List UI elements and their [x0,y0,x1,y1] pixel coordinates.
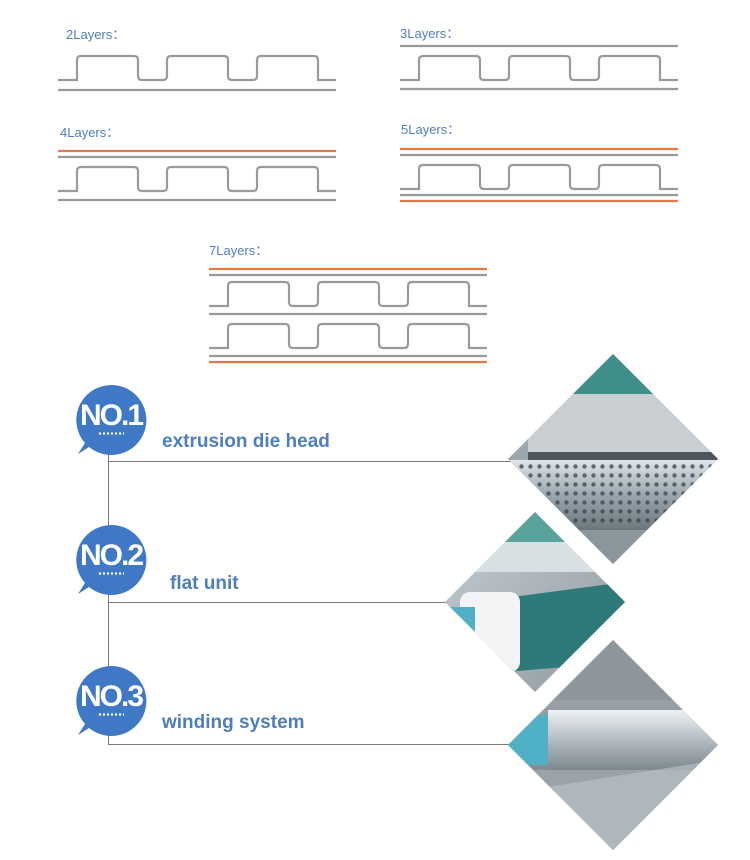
step2-dots [98,572,124,575]
layer-title-5: 5Layers： [401,122,461,137]
step3-number: NO.3 [79,680,144,713]
step1-label: extrusion die head [162,431,330,452]
diagram-3-layers [400,44,678,91]
layer-title-4: 4Layers： [60,125,120,140]
photo-extrusion-die-head [508,354,718,564]
step1-dots [98,432,124,435]
step1-badge: NO.1 [74,383,148,457]
step1-connector [108,461,548,462]
step3-dots [98,713,124,716]
diagram-5-layers [400,147,678,203]
step3-label: winding system [162,712,305,733]
layer-title-7: 7Layers： [209,243,269,258]
step2-badge: NO.2 [74,523,148,597]
step2-connector [108,602,478,603]
diagram-7-layers [209,267,487,364]
layer-title-2: 2Layers： [66,27,126,42]
step2-number: NO.2 [79,539,144,572]
step3-badge: NO.3 [74,664,148,738]
diagram-4-layers [58,149,336,202]
diagram-2-layers [58,54,336,92]
layer-title-3: 3Layers： [400,26,460,41]
step3-connector [108,744,548,745]
photo-winding-system [508,640,718,850]
step1-number: NO.1 [79,399,144,432]
step2-label: flat unit [170,573,239,594]
